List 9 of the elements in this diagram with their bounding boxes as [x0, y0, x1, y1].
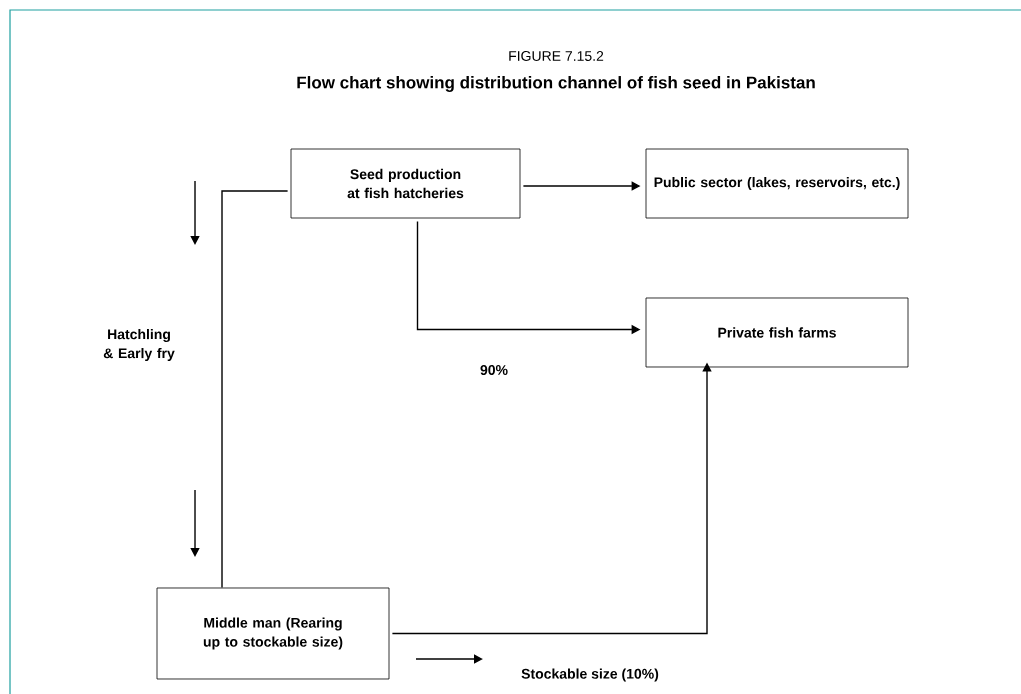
flow-label: Stockable size (10%) [521, 668, 659, 682]
process-box: Seed production at fish hatcheries [290, 148, 521, 219]
process-box: Private fish farms [645, 297, 909, 368]
title: Flow chart showing distribution channel of fish seed in Pakistan [297, 76, 815, 92]
process-box: Middle man (Rearing up to stockable size) [156, 587, 390, 680]
figure-number: FIGURE 7.15.2 [509, 51, 604, 61]
process-box: Public sector (lakes, reservoirs, etc.) [645, 148, 909, 219]
flow-label: Hatchling & Early fry [103, 328, 175, 361]
percentage-label: 90% [480, 365, 508, 375]
